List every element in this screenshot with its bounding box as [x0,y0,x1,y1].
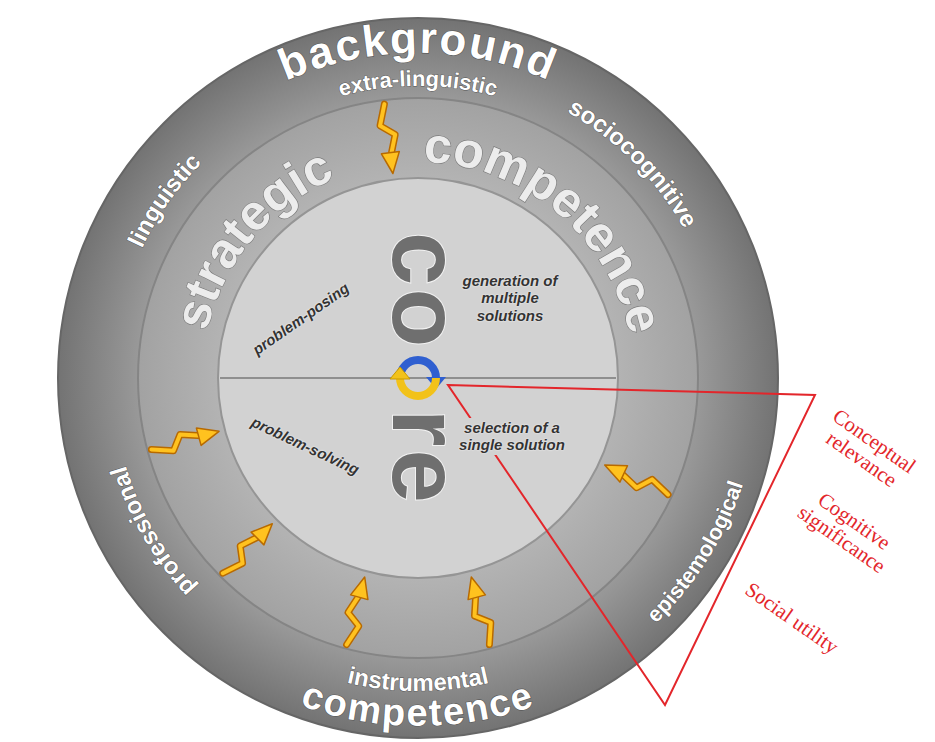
competence-label: linguistic [122,148,206,251]
bolt-line [380,104,395,156]
bolt-outline [380,104,395,156]
ring-title: competence [297,673,539,734]
ring-title-path: competence [297,673,539,734]
competence-label: epistemological [642,478,748,628]
bolt-outline [223,536,260,573]
competence-label-path: extra-linguistic [336,66,501,101]
outer-ring [58,18,778,738]
bolt-head [196,428,219,445]
criterion-label: Social utility [741,577,844,658]
quadrant-label: generation of multiple solutions [452,272,568,324]
bolt-line [475,594,491,645]
criterion-label: Conceptual relevance [810,400,925,499]
competence-label-path: epistemological [642,478,748,628]
ring-labels: backgroundextra-linguisticsociocognitive… [105,13,748,734]
bolt-line [621,473,669,495]
bolt-head [468,577,485,600]
bolt-outline [151,435,202,451]
bolt-outline [347,594,361,645]
bolt-line [347,594,361,645]
quadrant-label: selection of a single solution [450,418,574,455]
inner-circle [218,178,618,578]
red-triangle [448,385,815,705]
criterion-label: Cognitive significance [790,480,905,579]
bolt-head [351,577,368,600]
middle-ring [138,98,698,658]
competence-label: extra-linguistic [336,66,501,101]
bolt-outline [475,594,491,645]
bolt-head [605,465,628,482]
bolt-outline [621,473,669,495]
competence-label-path: professional [105,464,200,603]
bolt-line [223,536,260,573]
cycle-arrows [390,360,446,396]
bolt-head [381,152,399,174]
criteria-triangle [448,385,815,705]
cycle-arrow-yellow [400,378,436,396]
quadrant-divider [220,377,616,379]
cycle-head-yellow [390,367,410,379]
competence-label: professional [105,464,200,603]
bolt-head [251,524,272,545]
bolt-line [151,435,202,451]
competence-label-path: linguistic [122,148,206,251]
